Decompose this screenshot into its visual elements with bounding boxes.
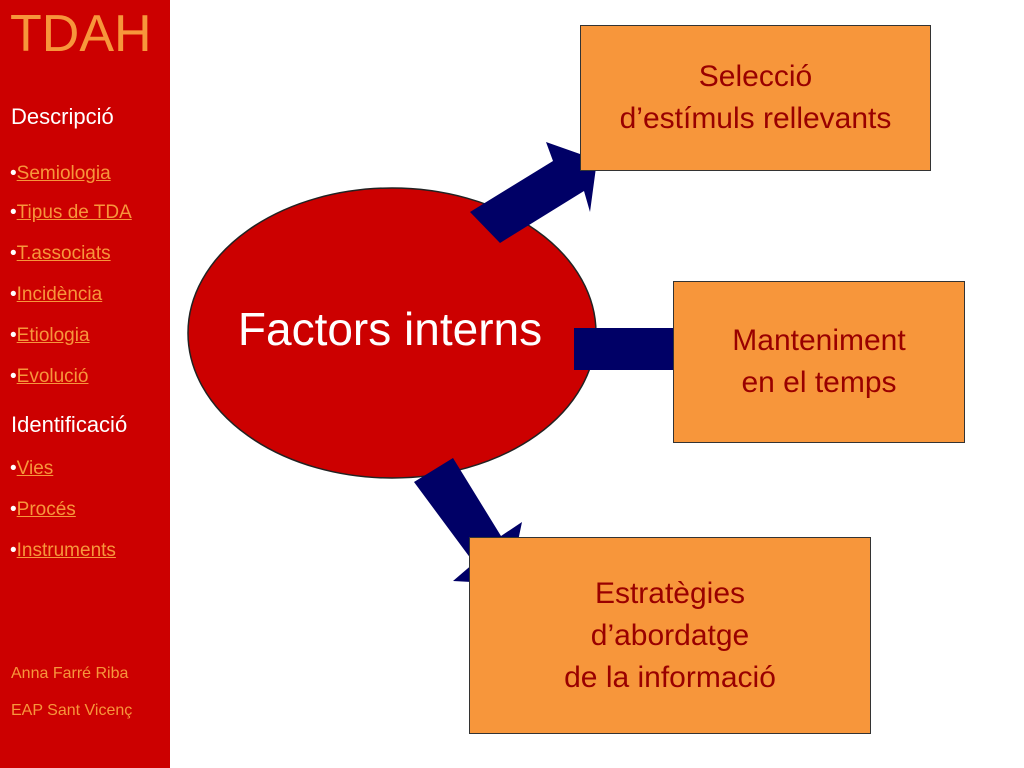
footer-school: EAP Sant Vicenç [11,702,133,719]
section-descripcio: Descripció [11,104,114,129]
sidebar-link-vies[interactable]: •Vies [10,458,54,479]
sidebar: TDAH Descripció •Semiologia •Tipus de TD… [0,0,170,768]
box-estrategies: Estratègies d’abordatge de la informació [469,537,871,734]
sidebar-link-instruments[interactable]: •Instruments [10,540,116,561]
sidebar-title: TDAH [10,5,152,63]
arrow-up-right [470,142,597,243]
sidebar-link-incidencia[interactable]: •Incidència [10,284,103,305]
sidebar-link-evolucio[interactable]: •Evolució [10,366,89,387]
sidebar-link-tipus-tda[interactable]: •Tipus de TDA [10,202,132,223]
box-seleccio: Selecció d’estímuls rellevants [580,25,931,171]
sidebar-link-t-associats[interactable]: •T.associats [10,243,111,264]
footer-author: Anna Farré Riba [11,665,129,682]
sidebar-link-proces[interactable]: •Procés [10,499,76,520]
sidebar-link-semiologia[interactable]: •Semiologia [10,163,111,184]
box-manteniment: Manteniment en el temps [673,281,965,443]
center-label: Factors interns [237,303,543,355]
sidebar-link-etiologia[interactable]: •Etiologia [10,325,90,346]
section-identificacio: Identificació [11,412,128,437]
